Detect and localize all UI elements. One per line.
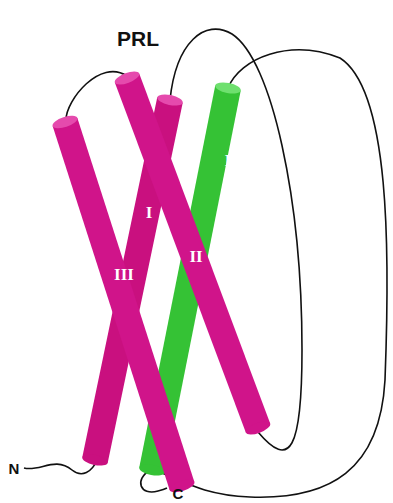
helix-number: IV xyxy=(225,152,244,169)
helix-number: III xyxy=(114,266,134,283)
terminus-label: C xyxy=(173,486,184,501)
loop-lines xyxy=(24,29,387,497)
diagram-title: PRL xyxy=(117,28,159,49)
helix-number: II xyxy=(189,248,202,265)
terminus-label: N xyxy=(9,461,20,476)
helix-cylinder xyxy=(113,69,272,438)
helix-number: I xyxy=(146,204,153,221)
